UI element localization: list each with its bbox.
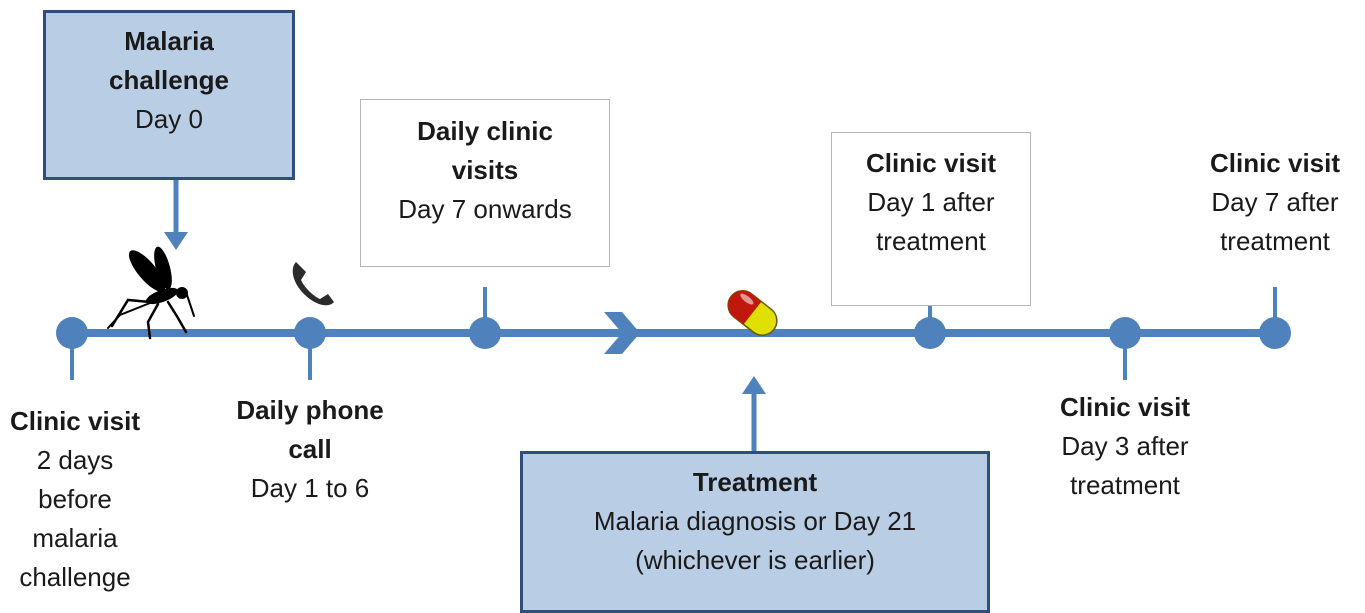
phone-icon xyxy=(292,262,334,306)
clinic-visit-before-days: 2 days before malaria challenge xyxy=(19,445,131,592)
clinic-visit-day1-box xyxy=(831,132,1031,306)
node-daily-visits xyxy=(469,317,501,349)
clinic-visit-day1-label: Clinic visit Day 1 after treatment xyxy=(831,144,1031,261)
arrowhead-up xyxy=(742,376,766,394)
node-before xyxy=(56,317,88,349)
node-day7 xyxy=(1259,317,1291,349)
clinic-visit-day1-days: Day 1 after treatment xyxy=(867,187,995,256)
daily-phone-call-label: Daily phone call Day 1 to 6 xyxy=(210,391,410,508)
arrowhead-down xyxy=(164,232,188,250)
daily-clinic-visits-label: Daily clinic visits Day 7 onwards xyxy=(360,112,610,229)
treatment-label: Treatment Malaria diagnosis or Day 21 (w… xyxy=(520,463,990,580)
clinic-visit-day7-label: Clinic visit Day 7 after treatment xyxy=(1185,144,1365,261)
malaria-challenge-label: Malaria challenge Day 0 xyxy=(43,22,295,139)
treatment-title: Treatment xyxy=(692,467,818,497)
clinic-visit-day3-label: Clinic visit Day 3 after treatment xyxy=(1030,388,1220,505)
node-day3 xyxy=(1109,317,1141,349)
chevron-arrow-icon xyxy=(604,312,640,354)
clinic-visit-before-label: Clinic visit 2 days before malaria chall… xyxy=(0,402,150,597)
treatment-box xyxy=(520,451,990,613)
treatment-details: Malaria diagnosis or Day 21 (whichever i… xyxy=(593,506,917,575)
daily-phone-call-title: Daily phone call xyxy=(236,395,384,464)
clinic-visit-day7-days: Day 7 after treatment xyxy=(1211,187,1339,256)
pill-icon xyxy=(727,290,778,336)
daily-clinic-visits-box xyxy=(360,99,610,267)
malaria-challenge-title: Malaria challenge xyxy=(109,26,229,95)
daily-clinic-visits-days: Day 7 onwards xyxy=(398,194,572,224)
clinic-visit-before-title: Clinic visit xyxy=(9,406,141,436)
mosquito-icon xyxy=(107,246,195,340)
malaria-challenge-day: Day 0 xyxy=(135,104,203,134)
daily-clinic-visits-title: Daily clinic visits xyxy=(417,116,553,185)
node-phone xyxy=(294,317,326,349)
clinic-visit-day1-title: Clinic visit xyxy=(865,148,997,178)
clinic-visit-day3-title: Clinic visit xyxy=(1059,392,1191,422)
daily-phone-call-days: Day 1 to 6 xyxy=(250,473,370,503)
node-day1 xyxy=(914,317,946,349)
clinic-visit-day7-title: Clinic visit xyxy=(1209,148,1341,178)
malaria-challenge-box xyxy=(43,10,295,180)
clinic-visit-day3-days: Day 3 after treatment xyxy=(1061,431,1189,500)
